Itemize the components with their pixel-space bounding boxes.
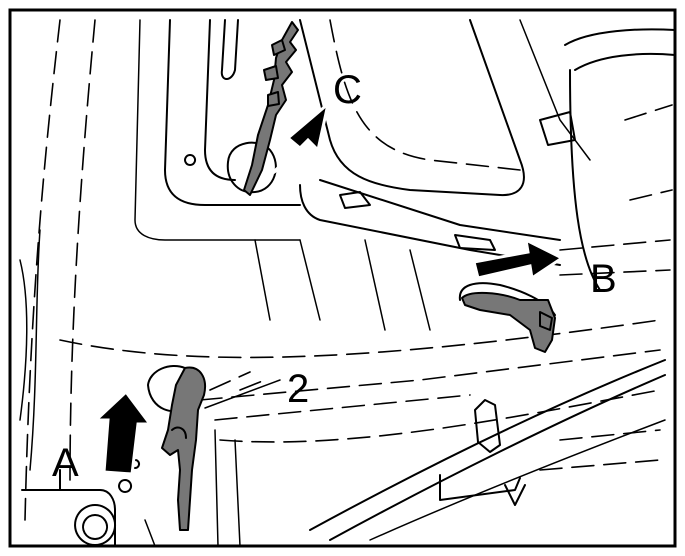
arrow-right-icon (472, 237, 565, 281)
clip-b (458, 282, 556, 353)
label-part-2: 2 (287, 367, 309, 411)
clip-a (147, 365, 206, 531)
arrow-c (268, 99, 331, 177)
arrow-up-icon (92, 389, 153, 476)
clip-c (226, 21, 299, 196)
label-a: A (52, 441, 79, 485)
arrow-up-right-icon (268, 99, 331, 177)
part-2-leader-line (204, 379, 281, 409)
arrow-b (472, 237, 565, 281)
arrow-a (92, 389, 153, 476)
label-c: C (333, 68, 362, 112)
label-b: B (590, 257, 617, 301)
